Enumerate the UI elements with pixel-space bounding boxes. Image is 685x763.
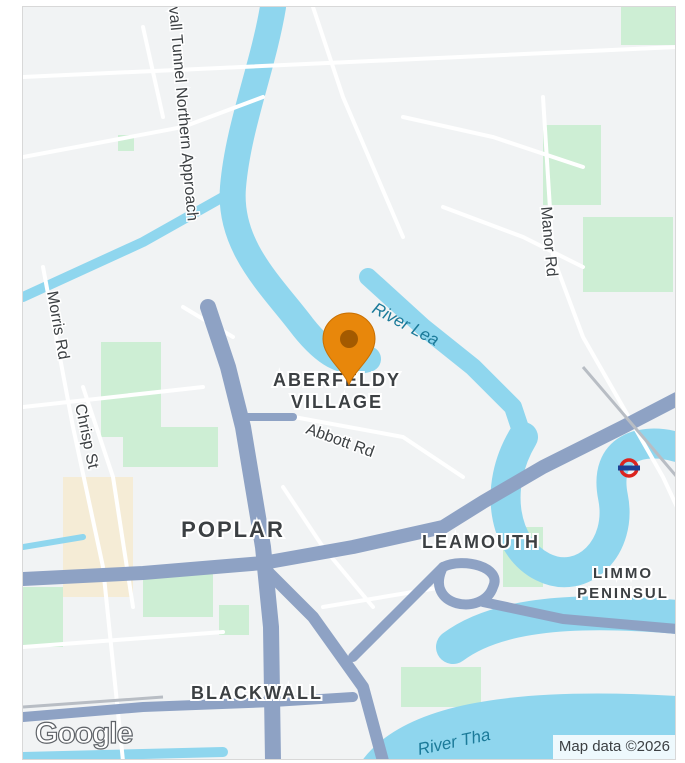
map-canvas[interactable]: vall Tunnel Northern Approach Morris Rd … [23, 7, 676, 760]
leamouth-label: LEAMOUTH [422, 532, 540, 552]
underground-roundel-icon[interactable] [618, 458, 640, 478]
rail-lines [23, 366, 675, 709]
village-label: VILLAGE [291, 392, 383, 412]
major-roads [23, 299, 675, 759]
location-pin-icon[interactable] [322, 312, 376, 387]
map-view[interactable]: vall Tunnel Northern Approach Morris Rd … [22, 6, 676, 760]
blackwall-label: BLACKWALL [191, 683, 323, 703]
map-attribution[interactable]: Map data ©2026 [552, 735, 675, 759]
park-areas [23, 7, 675, 707]
poplar-label: POPLAR [181, 517, 285, 542]
google-logo: Google [34, 716, 134, 750]
minor-roads [23, 7, 675, 759]
limmo-label: LIMMO [593, 565, 653, 582]
aberfeldy-label: ABERFELDY [273, 370, 401, 390]
peninsula-label: PENINSUL [577, 585, 669, 602]
